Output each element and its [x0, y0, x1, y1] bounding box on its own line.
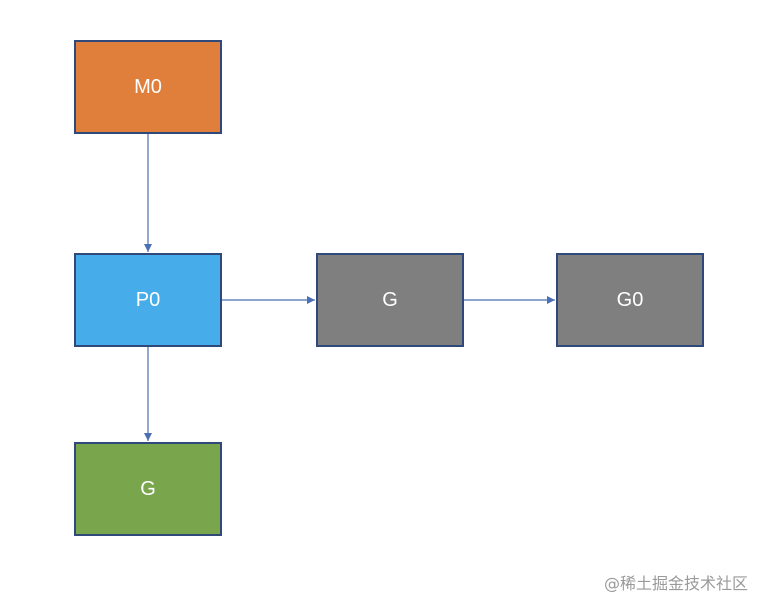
node-g0-label: G0 [616, 288, 644, 311]
node-g-bottom-label: G [140, 477, 156, 500]
node-p0-label: P0 [135, 288, 161, 311]
node-m0-label: M0 [134, 75, 162, 98]
watermark: @稀土掘金技术社区 [603, 574, 748, 593]
node-g0: G0 [556, 253, 704, 347]
node-p0: P0 [74, 253, 222, 347]
node-m0: M0 [74, 40, 222, 134]
node-g-right: G [316, 253, 464, 347]
node-g-bottom: G [74, 442, 222, 536]
node-g-right-label: G [382, 288, 398, 311]
